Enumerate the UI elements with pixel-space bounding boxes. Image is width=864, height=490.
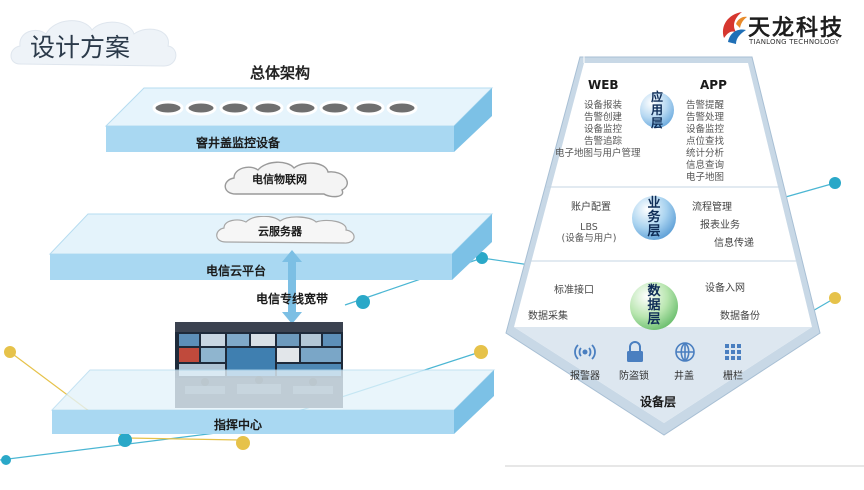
command-center-label: 指挥中心 [214,416,262,433]
business-report: 报表业务 [700,216,740,231]
app-layer-label: 应用层 [650,91,664,130]
manhole-covers-row [148,98,420,118]
web-item: 告警追踪 [584,136,622,147]
web-title: WEB [588,78,619,92]
business-lbs: LBS (设备与用户) [557,222,621,244]
business-account-config: 账户配置 [571,198,611,213]
network-dot [4,346,16,358]
logo-icon [718,8,748,44]
business-info-transfer: 信息传递 [714,234,754,249]
manhole-icon [672,341,698,363]
business-layer-label: 业务层 [647,197,661,239]
business-layer-ball: 业务层 [632,196,676,240]
app-item: 统计分析 [686,148,724,159]
app-item: 告警提醒 [686,100,724,111]
devices-layer-label: 窨井盖监控设备 [196,134,280,151]
network-dot [829,177,841,189]
device-label-alarm: 报警器 [560,367,610,382]
logo-name-en: TIANLONG TECHNOLOGY [749,38,839,46]
alarm-icon [572,341,598,363]
cloud-platform-label: 电信云平台 [206,262,266,279]
iot-cloud-label: 电信物联网 [252,171,307,187]
device-label-lock: 防盗锁 [609,367,659,382]
app-item: 点位查找 [686,136,724,147]
network-dot [1,455,11,465]
data-collection: 数据采集 [528,307,568,322]
diagram-subtitle: 总体架构 [250,62,310,83]
business-process-mgmt: 流程管理 [692,198,732,213]
app-item: 告警处理 [686,112,724,123]
slide-title: 设计方案 [30,28,130,64]
network-dot [236,436,250,450]
web-item: 告警创建 [584,112,622,123]
double-arrow-icon [282,250,302,324]
network-dot [474,345,488,359]
devices-slab [104,86,494,156]
data-layer-label: 数据层 [647,285,661,327]
server-cloud-label: 云服务器 [258,223,302,239]
web-item: 设备监控 [584,124,622,135]
web-item: 设备报装 [584,100,622,111]
app-layer-ball: 应用层 [640,92,674,128]
app-item: 设备监控 [686,124,724,135]
command-center-slab [50,368,496,438]
device-label-fence: 栅栏 [708,367,758,382]
device-label-manhole: 井盖 [659,367,709,382]
data-backup: 数据备份 [720,307,760,322]
lock-icon [622,341,648,363]
fence-icon [720,341,746,363]
network-dot [356,295,370,309]
app-item: 电子地图 [686,172,724,183]
data-standard-interface: 标准接口 [554,281,594,296]
network-dot [829,292,841,304]
app-title: APP [700,78,727,92]
device-layer-title: 设备层 [640,393,676,410]
app-item: 信息查询 [686,160,724,171]
data-device-onboarding: 设备入网 [705,279,745,294]
web-item: 电子地图与用户管理 [555,148,641,159]
data-layer-ball: 数据层 [630,282,678,330]
leased-line-label: 电信专线宽带 [256,290,328,307]
